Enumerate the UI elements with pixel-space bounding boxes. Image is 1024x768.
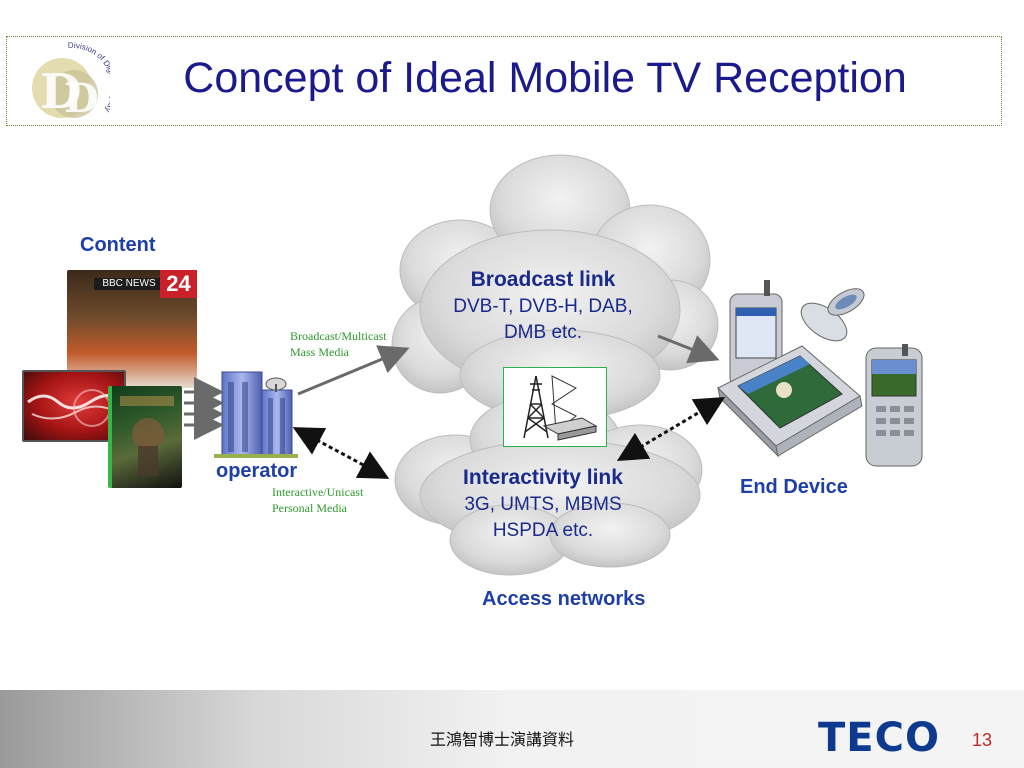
operator-label: operator	[216, 460, 298, 482]
access-networks-label: Access networks	[482, 588, 646, 610]
flip-phone-icon	[800, 288, 865, 342]
footer-bar	[0, 690, 1024, 768]
end-device-label: End Device	[740, 476, 848, 498]
interactivity-link-title: Interactivity link	[463, 466, 623, 489]
mobile-tv-phone-icon	[865, 344, 923, 467]
page-number: 13	[972, 730, 993, 750]
end-devices-illustration	[717, 280, 923, 467]
svg-text:D: D	[40, 64, 82, 120]
transmission-tower-icon	[523, 375, 598, 441]
operator-building-icon	[214, 371, 298, 458]
broadcast-link-line2: DMB etc.	[503, 322, 583, 343]
handheld-tv-icon	[717, 345, 863, 458]
broadcast-to-device-arrow	[657, 334, 720, 364]
operator-interactivity-dotted-arrow	[292, 427, 390, 479]
footer-text: 王鴻智博士演講資料	[430, 730, 575, 749]
interactivity-device-dotted-arrow	[616, 396, 726, 462]
division-logo: D D Division of Digital Display	[32, 42, 110, 122]
header-frame	[6, 36, 1002, 126]
slide-title: Concept of Ideal Mobile TV Reception	[183, 54, 907, 102]
broadcast-link-line1: DVB-T, DVB-H, DAB,	[453, 296, 633, 317]
transmission-tower-box	[503, 367, 607, 447]
teco-logo: TECO	[818, 718, 940, 758]
game-cover-art	[120, 396, 174, 476]
bbc-channel-number: 24	[160, 270, 197, 298]
interactivity-link-line1: 3G, UMTS, MBMS	[464, 494, 622, 515]
interactive-path-label-2: Personal Media	[272, 501, 347, 515]
teco-logo-text: TECO	[818, 715, 940, 761]
pda-phone-icon	[729, 280, 783, 387]
broadcast-path-label-1: Broadcast/Multicast	[290, 329, 387, 343]
interactive-path-label-1: Interactive/Unicast	[272, 485, 364, 499]
interactivity-link-line2: HSPDA etc.	[492, 520, 594, 541]
bbc-news-logo: BBC NEWS	[94, 278, 164, 290]
broadcast-path-label-2: Mass Media	[290, 345, 349, 359]
content-label: Content	[80, 234, 156, 256]
game-box-image	[108, 386, 182, 488]
svg-text:D: D	[64, 75, 99, 122]
operator-to-broadcast-arrow	[297, 345, 410, 396]
broadcast-link-title: Broadcast link	[470, 268, 616, 291]
